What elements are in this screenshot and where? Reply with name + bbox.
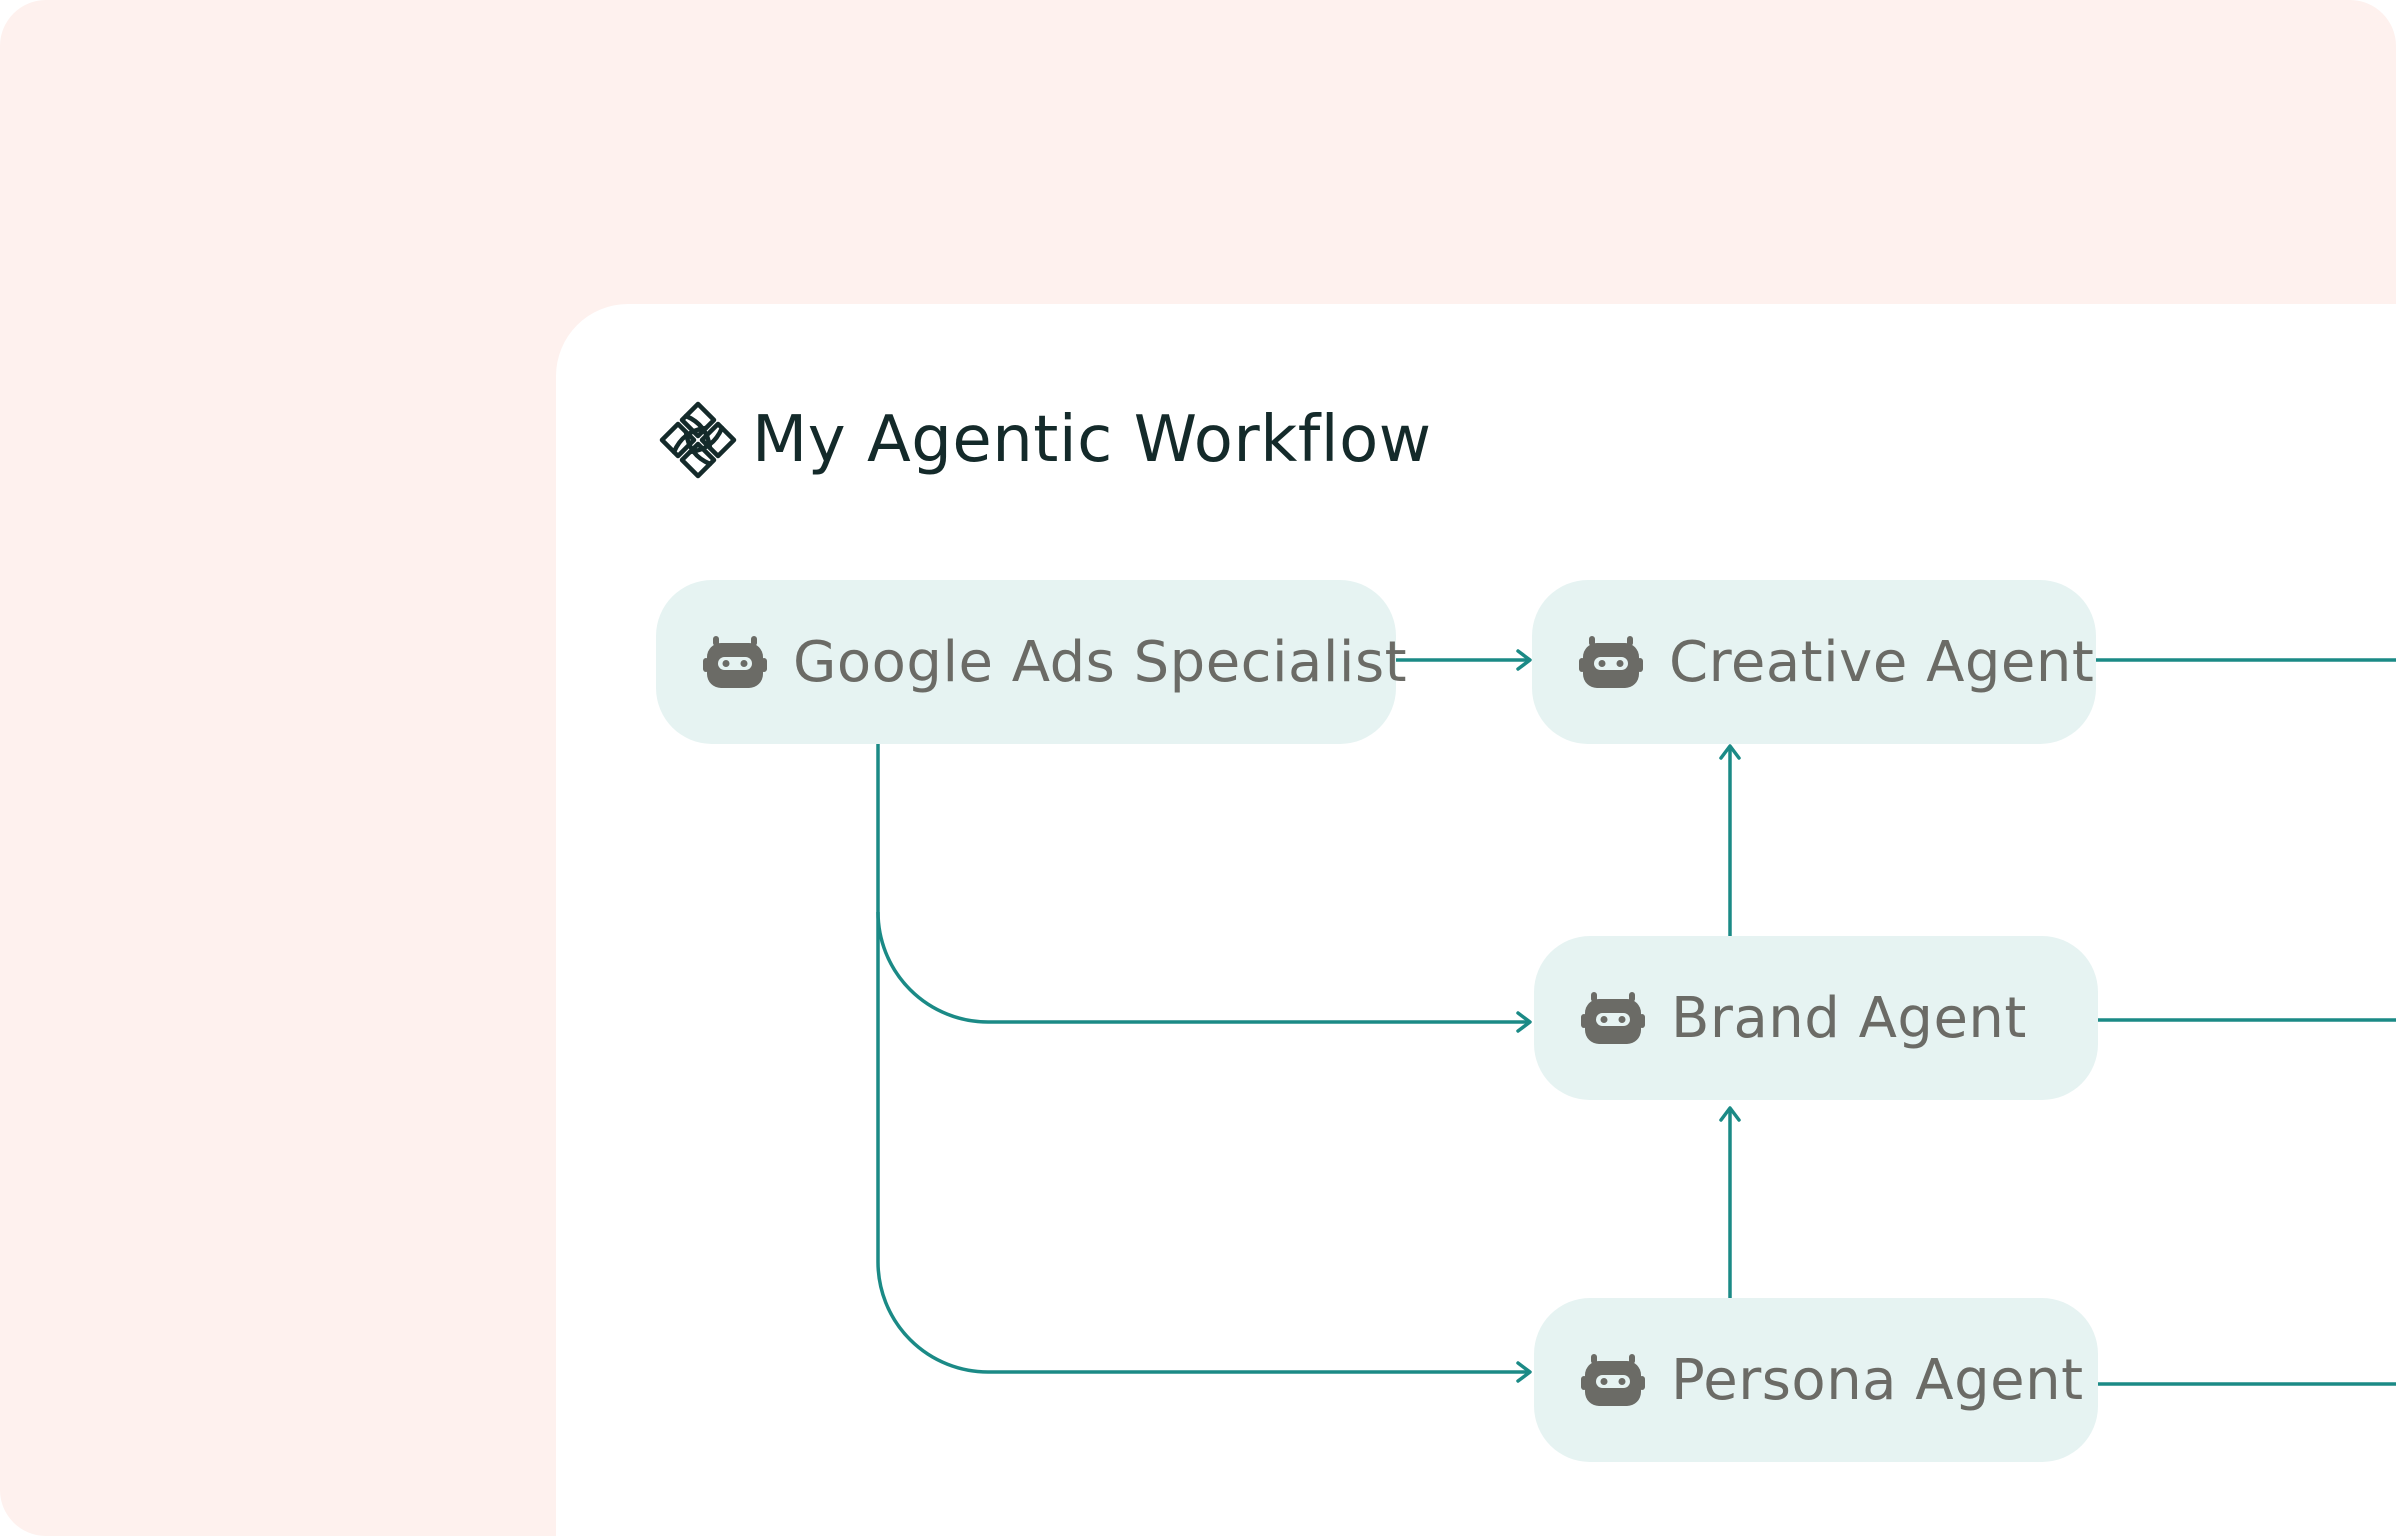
node-google-ads-specialist[interactable]: Google Ads Specialist [656, 580, 1407, 744]
robot-icon [1581, 1354, 1645, 1406]
workflow-header: My Agentic Workflow [656, 398, 1432, 482]
robot-icon [703, 636, 767, 688]
node-label: Google Ads Specialist [793, 629, 1408, 695]
node-label: Brand Agent [1671, 985, 2027, 1051]
node-label: Creative Agent [1669, 629, 2095, 695]
node-persona-agent[interactable]: Persona Agent [1534, 1298, 2098, 1462]
node-brand-agent[interactable]: Brand Agent [1534, 936, 2098, 1100]
robot-icon [1581, 992, 1645, 1044]
edge-google-to-persona [876, 912, 1532, 1383]
edge-google-to-brand [876, 744, 1532, 1033]
node-creative-agent[interactable]: Creative Agent [1532, 580, 2096, 744]
workflow-title: My Agentic Workflow [752, 403, 1432, 477]
workflow-logo-icon [659, 401, 737, 479]
robot-icon [1579, 636, 1643, 688]
node-label: Persona Agent [1671, 1347, 2084, 1413]
